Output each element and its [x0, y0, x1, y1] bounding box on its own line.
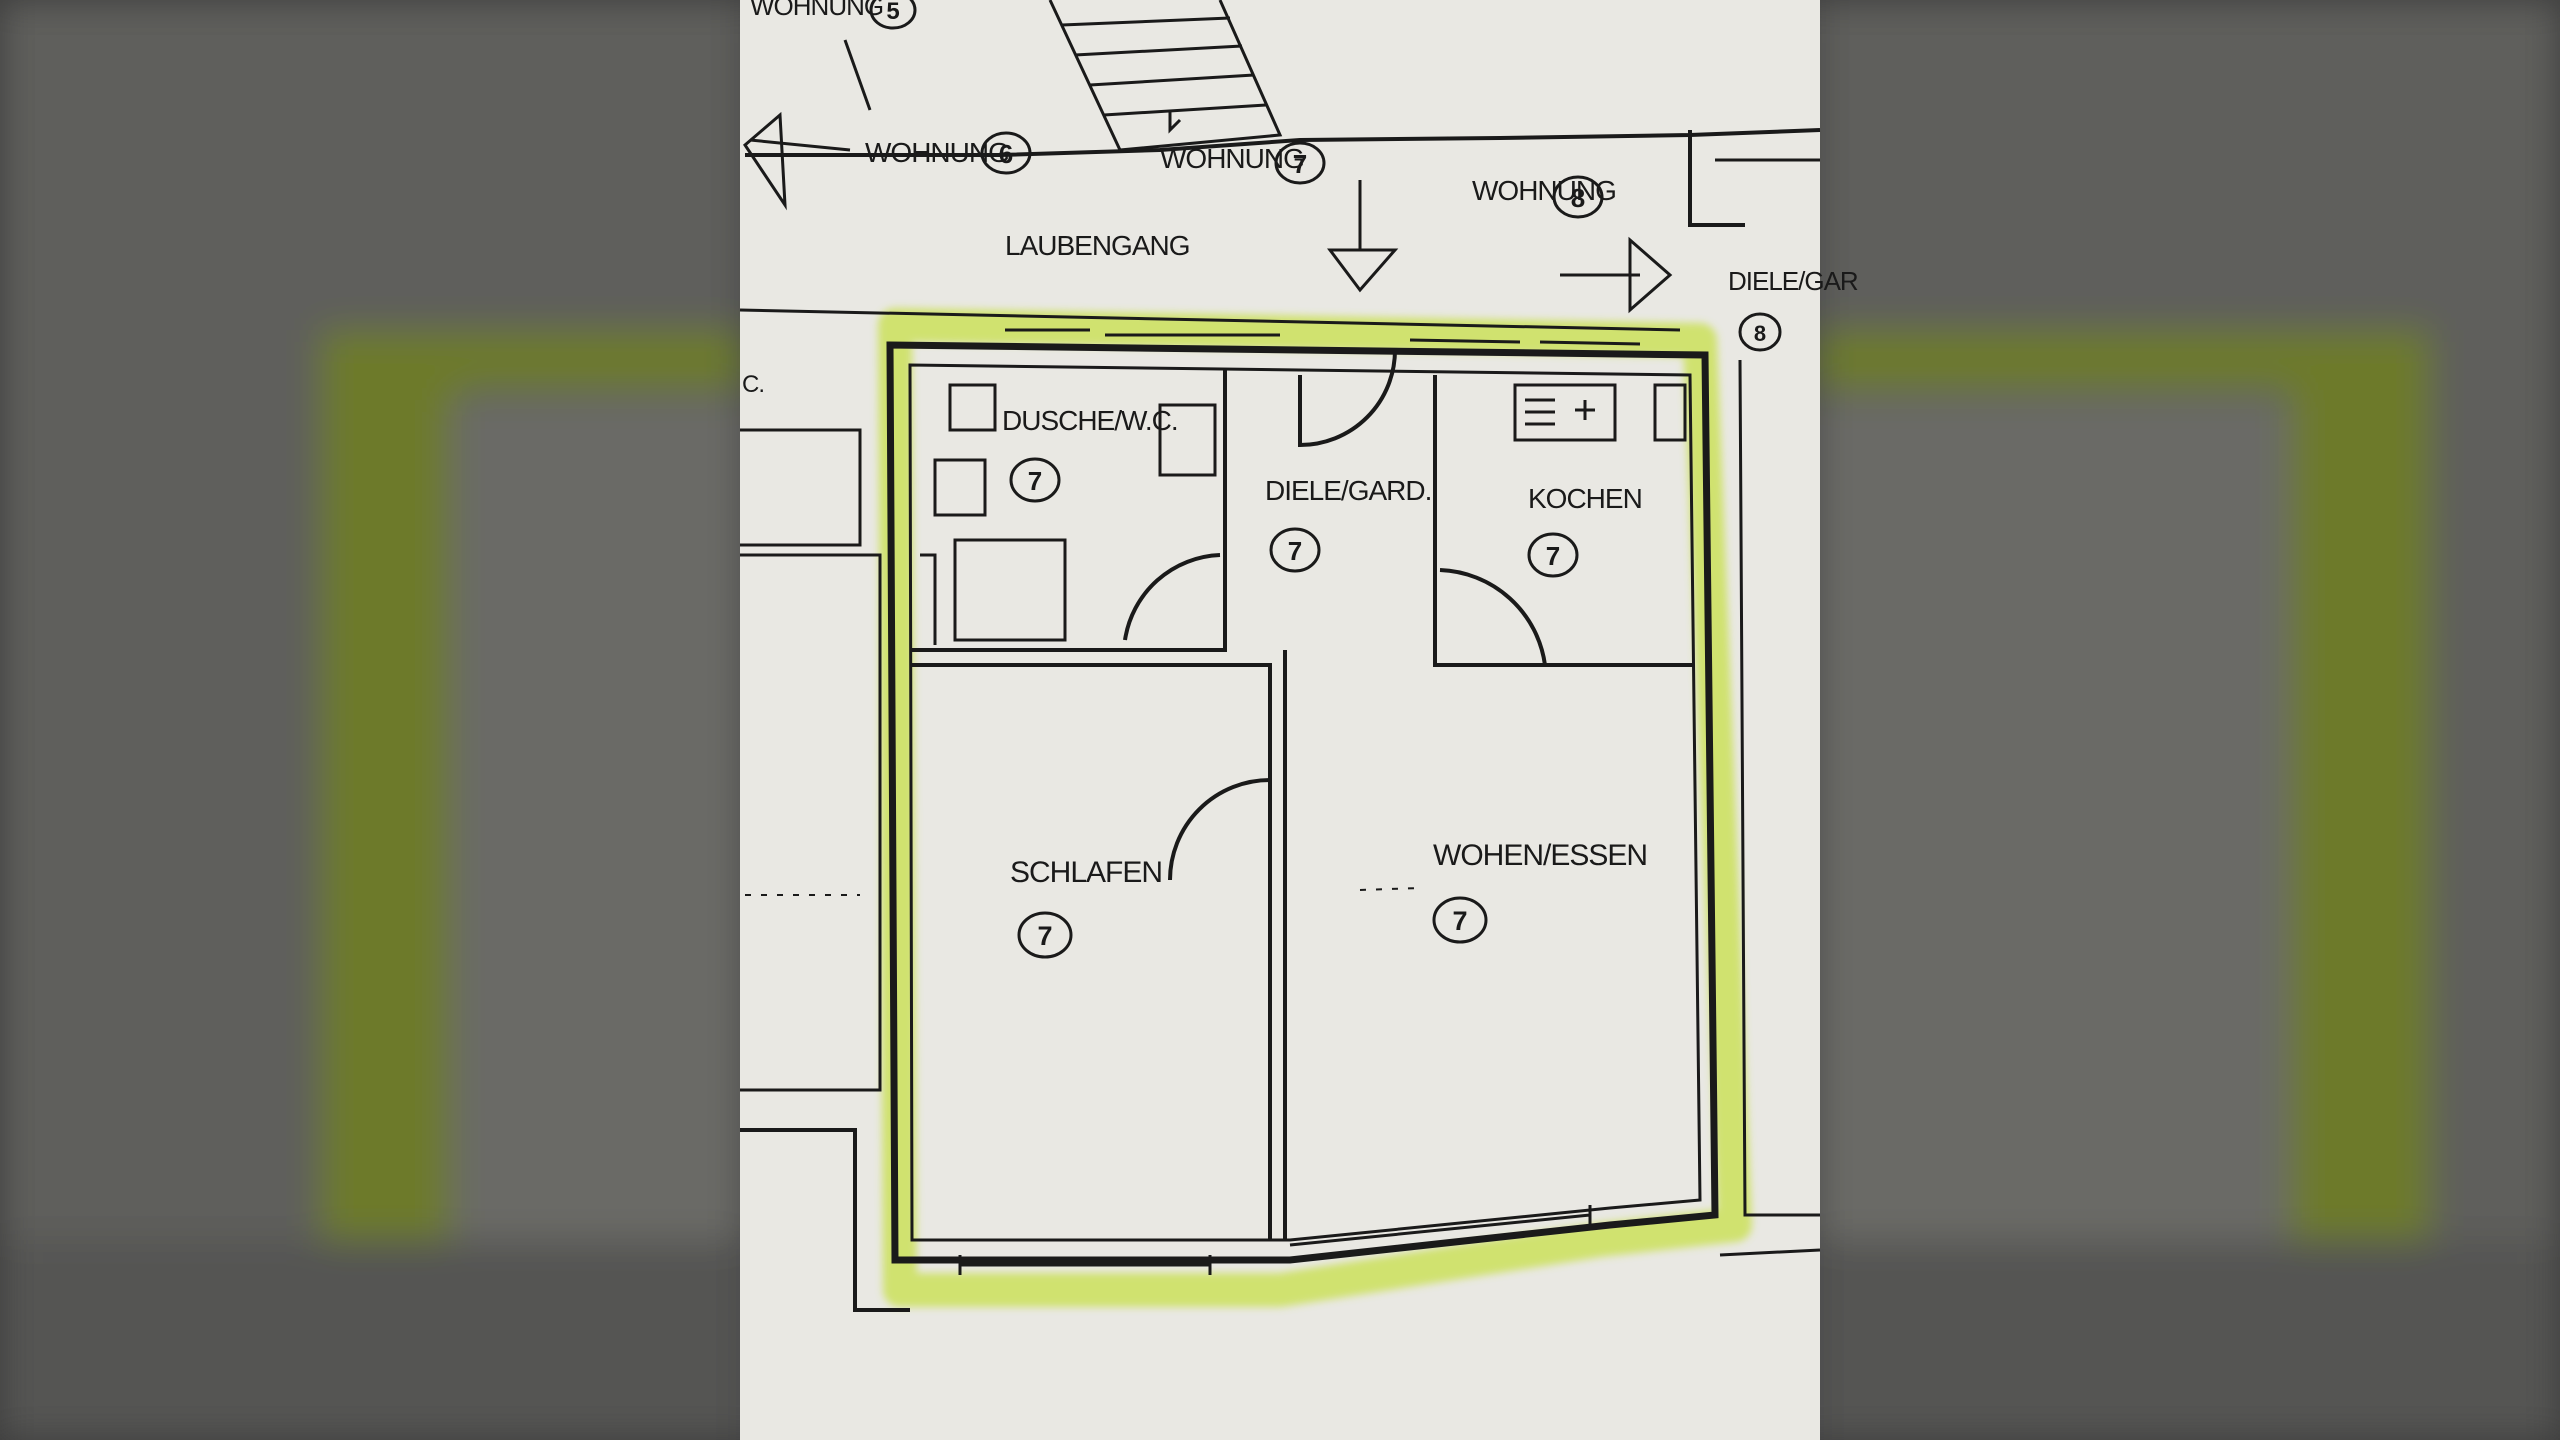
apartment-highlight: [878, 308, 1752, 1307]
room-bedroom-label: SCHLAFEN: [1010, 856, 1162, 889]
kitchen-door-swing: [1439, 568, 1547, 666]
arrow-down-icon: [1327, 248, 1399, 293]
room-kitchen-number: 7: [1546, 541, 1560, 571]
unit-7-number: 7: [1293, 149, 1307, 179]
entrance-door-swing: [1298, 349, 1397, 448]
dashed-lines: [745, 887, 1421, 896]
room-bath-number: 7: [1028, 466, 1042, 496]
unit-7-label: WOHNUNG: [1160, 143, 1304, 174]
arrow-right-icon: [1628, 236, 1673, 314]
corridor-edge: [739, 308, 1681, 332]
neighbor-hall-label: DIELE/GAR: [1728, 266, 1858, 296]
paper-sheet: [740, 0, 1820, 1440]
arrow-left-icon: [743, 111, 787, 211]
unit-6-number: 6: [999, 139, 1013, 169]
sink-fixture: [948, 383, 997, 432]
bedroom-top-wall: [912, 663, 1272, 880]
bedroom-door-swing: [1168, 778, 1271, 881]
stair-icon: [1048, 0, 1283, 152]
arrow-left-line: [749, 138, 851, 152]
bath-wall: [912, 370, 1227, 652]
stove-fixture: [1513, 383, 1617, 442]
neighbor-wc-label: C.: [742, 371, 764, 398]
room-living-number: 7: [1452, 906, 1467, 936]
neighbor-hall-number: 8: [1754, 321, 1766, 346]
fridge-fixture: [1653, 383, 1687, 442]
room-bath-label: DUSCHE/W.C.: [1002, 405, 1178, 436]
room-bedroom-number: 7: [1037, 921, 1052, 951]
room-hall-number: 7: [1288, 536, 1302, 566]
room-living-label: WOHEN/ESSEN: [1433, 839, 1647, 872]
direction-arrows: [743, 110, 1673, 314]
kitchen-wall: [1433, 375, 1695, 667]
room-kitchen-label: KOCHEN: [1528, 483, 1642, 514]
windows-top: [1005, 328, 1641, 346]
unit-8-number: 8: [1571, 183, 1585, 213]
unit-8-label: WOHNUNG: [1472, 175, 1616, 206]
plan-linework: [739, 0, 1821, 1312]
shower-tray: [953, 538, 1067, 642]
washer-fixture: [933, 458, 987, 517]
bath-door-swing: [1123, 553, 1221, 641]
plan-labels: WOHNUNG 5 WOHNUNG 6 WOHNUNG 7 WOHNUNG 8 …: [742, 0, 1859, 959]
small-arrow-icon: [1168, 110, 1182, 134]
window-living: [1289, 1205, 1592, 1247]
window-bedroom: [958, 1255, 1212, 1275]
toilet-fixture: [1158, 403, 1217, 477]
room-hall-label: DIELE/GARD.: [1265, 475, 1431, 506]
corridor-label: LAUBENGANG: [1005, 230, 1190, 261]
unit-5-number: 5: [886, 0, 899, 25]
outer-wall: [886, 341, 1719, 1264]
unit-5-label: WOHNUNG: [750, 0, 883, 21]
inner-wall: [908, 363, 1702, 1242]
